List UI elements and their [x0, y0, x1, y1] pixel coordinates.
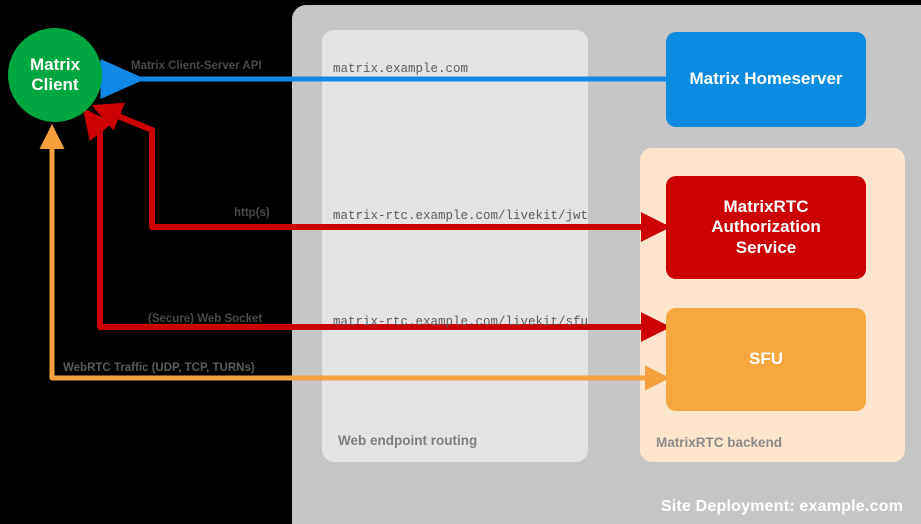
edge-label-https: http(s) — [234, 207, 270, 219]
endpoint-livekit-sfu: matrix-rtc.example.com/livekit/sfu — [333, 315, 589, 329]
edge-secure-websocket — [83, 108, 666, 330]
matrixrtc-backend-label: MatrixRTC backend — [656, 435, 783, 450]
endpoint-livekit-jwt: matrix-rtc.example.com/livekit/jwt — [333, 209, 589, 223]
endpoint-matrix-example-com: matrix.example.com — [333, 62, 469, 76]
edge-http-jwt — [91, 102, 666, 230]
edge-label-matrix-client-server-api: Matrix Client-Server API — [131, 60, 262, 72]
edge-label-webrtc-traffic: WebRTC Traffic (UDP, TCP, TURNs) — [63, 362, 255, 374]
sfu-label: SFU — [749, 349, 783, 369]
panel-web-endpoint-routing: Web endpoint routing — [322, 30, 588, 462]
matrix-homeserver-label: Matrix Homeserver — [689, 69, 843, 89]
edge-label-secure-websocket: (Secure) Web Socket — [148, 313, 263, 325]
site-deployment-label: Site Deployment: example.com — [660, 498, 903, 515]
node-sfu[interactable]: SFU — [666, 308, 866, 411]
web-endpoint-routing-label: Web endpoint routing — [338, 433, 478, 448]
node-matrixrtc-authorization-service[interactable]: MatrixRTC Authorization Service — [666, 176, 866, 279]
node-matrix-homeserver[interactable]: Matrix Homeserver — [666, 32, 866, 127]
auth-service-label: MatrixRTC Authorization Service — [711, 196, 821, 257]
edge-webrtc-traffic-to-client — [39, 123, 666, 381]
